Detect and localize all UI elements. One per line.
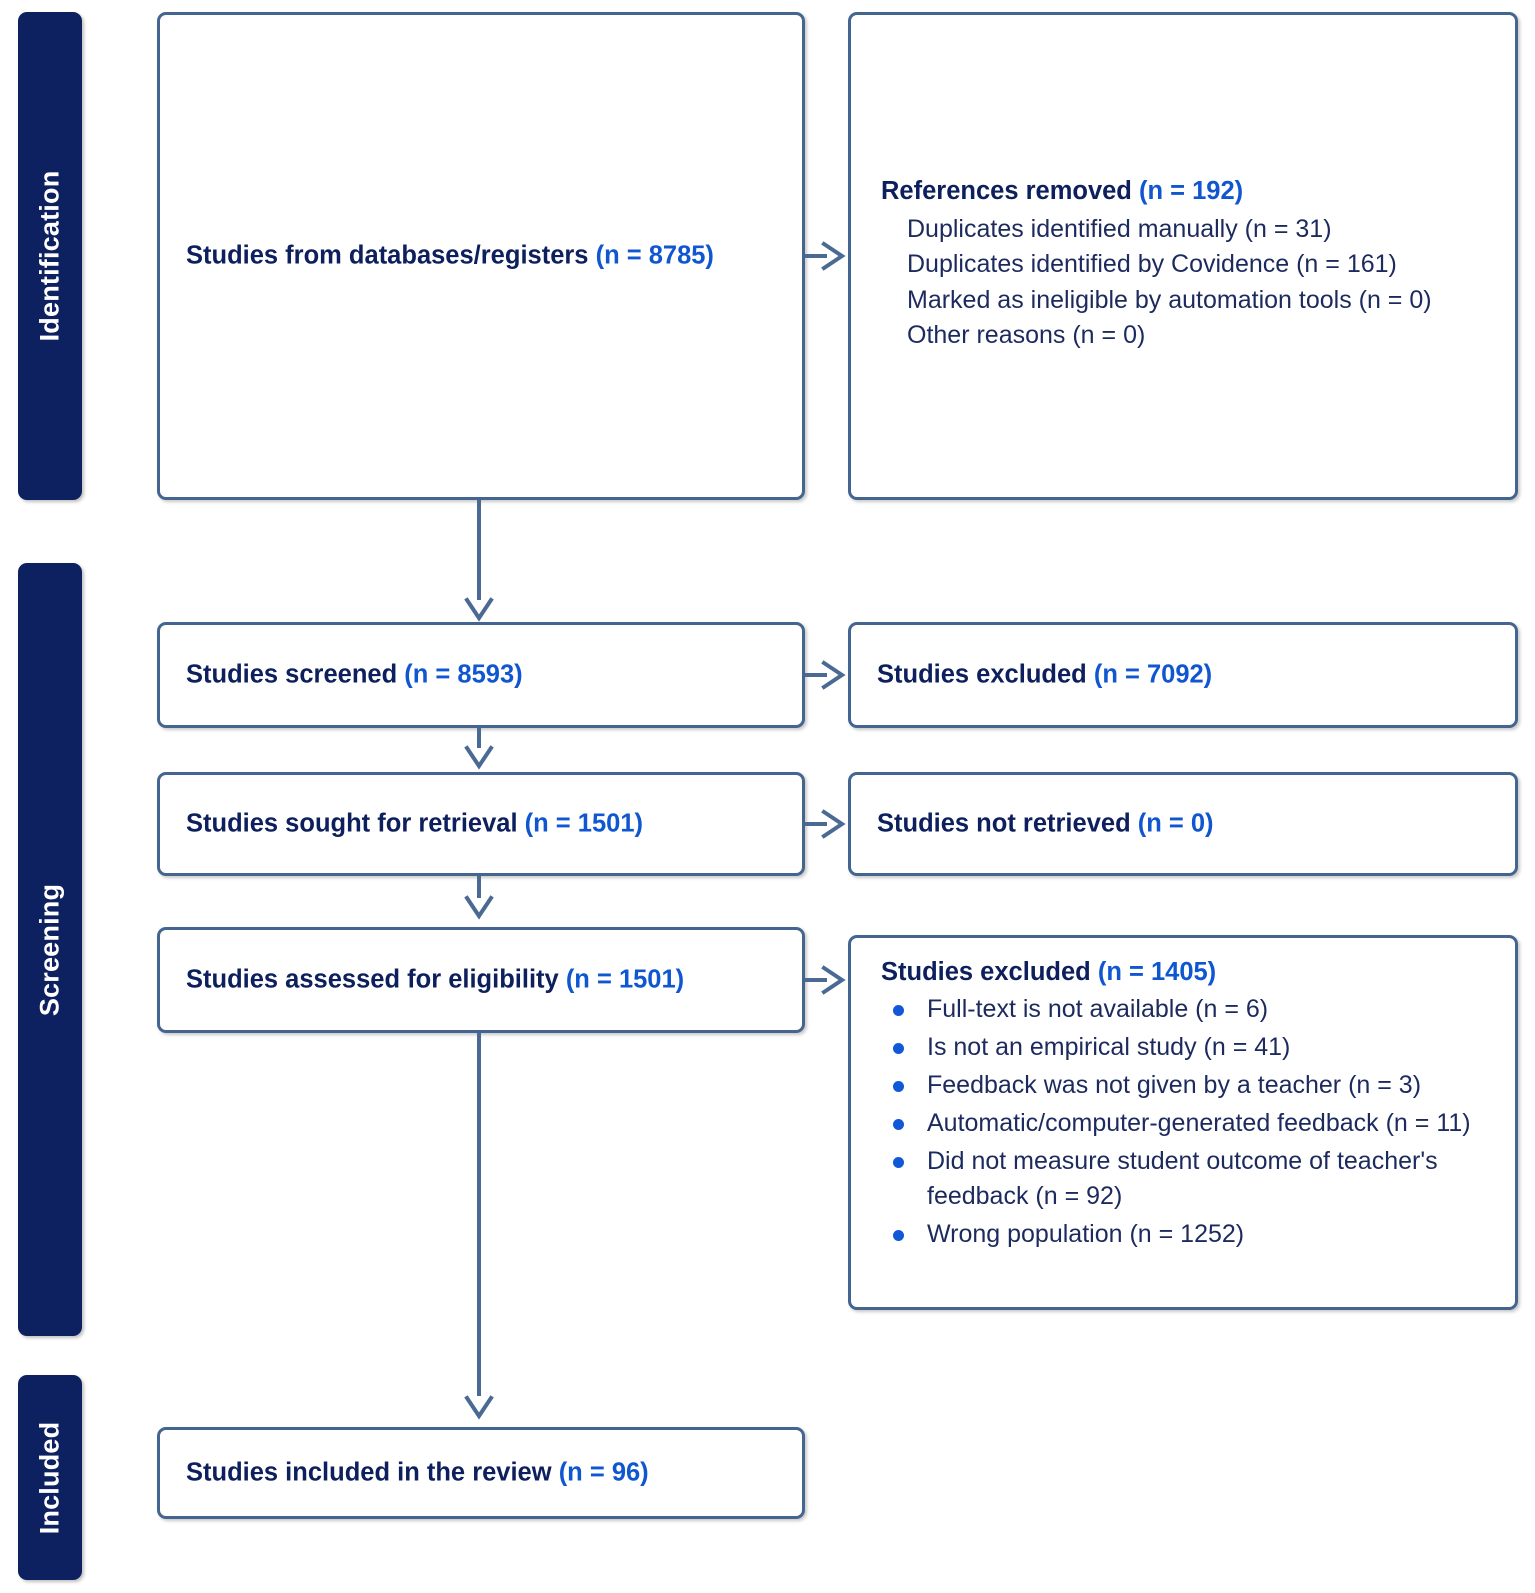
list-item: Is not an empirical study (n = 41) bbox=[881, 1030, 1503, 1065]
count-value: (n = 1501) bbox=[565, 965, 685, 994]
list-item: Marked as ineligible by automation tools… bbox=[907, 285, 1432, 314]
label-text: Studies from databases/registers bbox=[186, 241, 589, 270]
label-text: Studies screened bbox=[186, 660, 398, 689]
label-text: Studies sought for retrieval bbox=[186, 809, 518, 838]
phase-bar-included: Included bbox=[18, 1375, 82, 1580]
box-title-studies-excluded-screening: Studies excluded (n = 7092) bbox=[877, 659, 1501, 692]
count-value: (n = 8593) bbox=[404, 660, 523, 689]
box-studies-excluded-screening: Studies excluded (n = 7092) bbox=[848, 622, 1518, 728]
count-value: (n = 192) bbox=[1138, 177, 1244, 205]
phase-bar-identification: Identification bbox=[18, 12, 82, 500]
list-item: Did not measure student outcome of teach… bbox=[881, 1144, 1503, 1214]
count-value: (n = 1405) bbox=[1097, 958, 1217, 986]
box-title-studies-not-retrieved: Studies not retrieved (n = 0) bbox=[877, 808, 1501, 841]
list-item: Other reasons (n = 0) bbox=[907, 321, 1146, 350]
box-studies-excluded-eligibility: Studies excluded (n = 1405) Full-text is… bbox=[848, 935, 1518, 1310]
list-item: Wrong population (n = 1252) bbox=[881, 1217, 1503, 1252]
count-value: (n = 7092) bbox=[1093, 660, 1213, 689]
references-removed-list: Duplicates identified manually (n = 31) … bbox=[881, 212, 1505, 354]
label-text: Studies not retrieved bbox=[877, 809, 1131, 838]
label-text: Studies assessed for eligibility bbox=[186, 965, 559, 994]
box-title-studies-included-in-review: Studies included in the review (n = 96) bbox=[186, 1457, 788, 1490]
list-item: Duplicates identified by Covidence (n = … bbox=[907, 250, 1397, 279]
label-text: Studies included in the review bbox=[186, 1458, 552, 1487]
list-item: Duplicates identified manually (n = 31) bbox=[907, 214, 1332, 243]
label-text: Studies excluded bbox=[877, 660, 1087, 689]
box-title-studies-from-databases: Studies from databases/registers (n = 87… bbox=[186, 240, 788, 273]
list-item: Feedback was not given by a teacher (n =… bbox=[881, 1068, 1503, 1103]
box-studies-screened: Studies screened (n = 8593) bbox=[157, 622, 805, 728]
count-value: (n = 8785) bbox=[595, 241, 714, 270]
box-studies-not-retrieved: Studies not retrieved (n = 0) bbox=[848, 772, 1518, 876]
box-title-studies-excluded-eligibility: Studies excluded (n = 1405) bbox=[881, 956, 1503, 989]
box-studies-assessed-for-eligibility: Studies assessed for eligibility (n = 15… bbox=[157, 927, 805, 1033]
list-item: Automatic/computer-generated feedback (n… bbox=[881, 1106, 1503, 1141]
phase-label-screening: Screening bbox=[34, 883, 65, 1016]
phase-bar-screening: Screening bbox=[18, 563, 82, 1336]
box-title-references-removed: References removed (n = 192) bbox=[881, 175, 1505, 208]
phase-label-identification: Identification bbox=[34, 170, 65, 342]
label-text: References removed bbox=[881, 177, 1132, 205]
count-value: (n = 1501) bbox=[524, 809, 644, 838]
list-item: Full-text is not available (n = 6) bbox=[881, 992, 1503, 1027]
excluded-reasons-list: Full-text is not available (n = 6) Is no… bbox=[881, 992, 1503, 1252]
box-references-removed: References removed (n = 192) Duplicates … bbox=[848, 12, 1518, 500]
label-text: Studies excluded bbox=[881, 958, 1091, 986]
box-studies-from-databases: Studies from databases/registers (n = 87… bbox=[157, 12, 805, 500]
phase-label-included: Included bbox=[34, 1421, 65, 1534]
box-title-studies-screened: Studies screened (n = 8593) bbox=[186, 659, 788, 692]
count-value: (n = 96) bbox=[558, 1458, 649, 1487]
box-studies-included-in-review: Studies included in the review (n = 96) bbox=[157, 1427, 805, 1519]
box-studies-sought-for-retrieval: Studies sought for retrieval (n = 1501) bbox=[157, 772, 805, 876]
count-value: (n = 0) bbox=[1137, 809, 1214, 838]
box-title-studies-assessed-for-eligibility: Studies assessed for eligibility (n = 15… bbox=[186, 964, 788, 997]
box-title-studies-sought-for-retrieval: Studies sought for retrieval (n = 1501) bbox=[186, 808, 788, 841]
